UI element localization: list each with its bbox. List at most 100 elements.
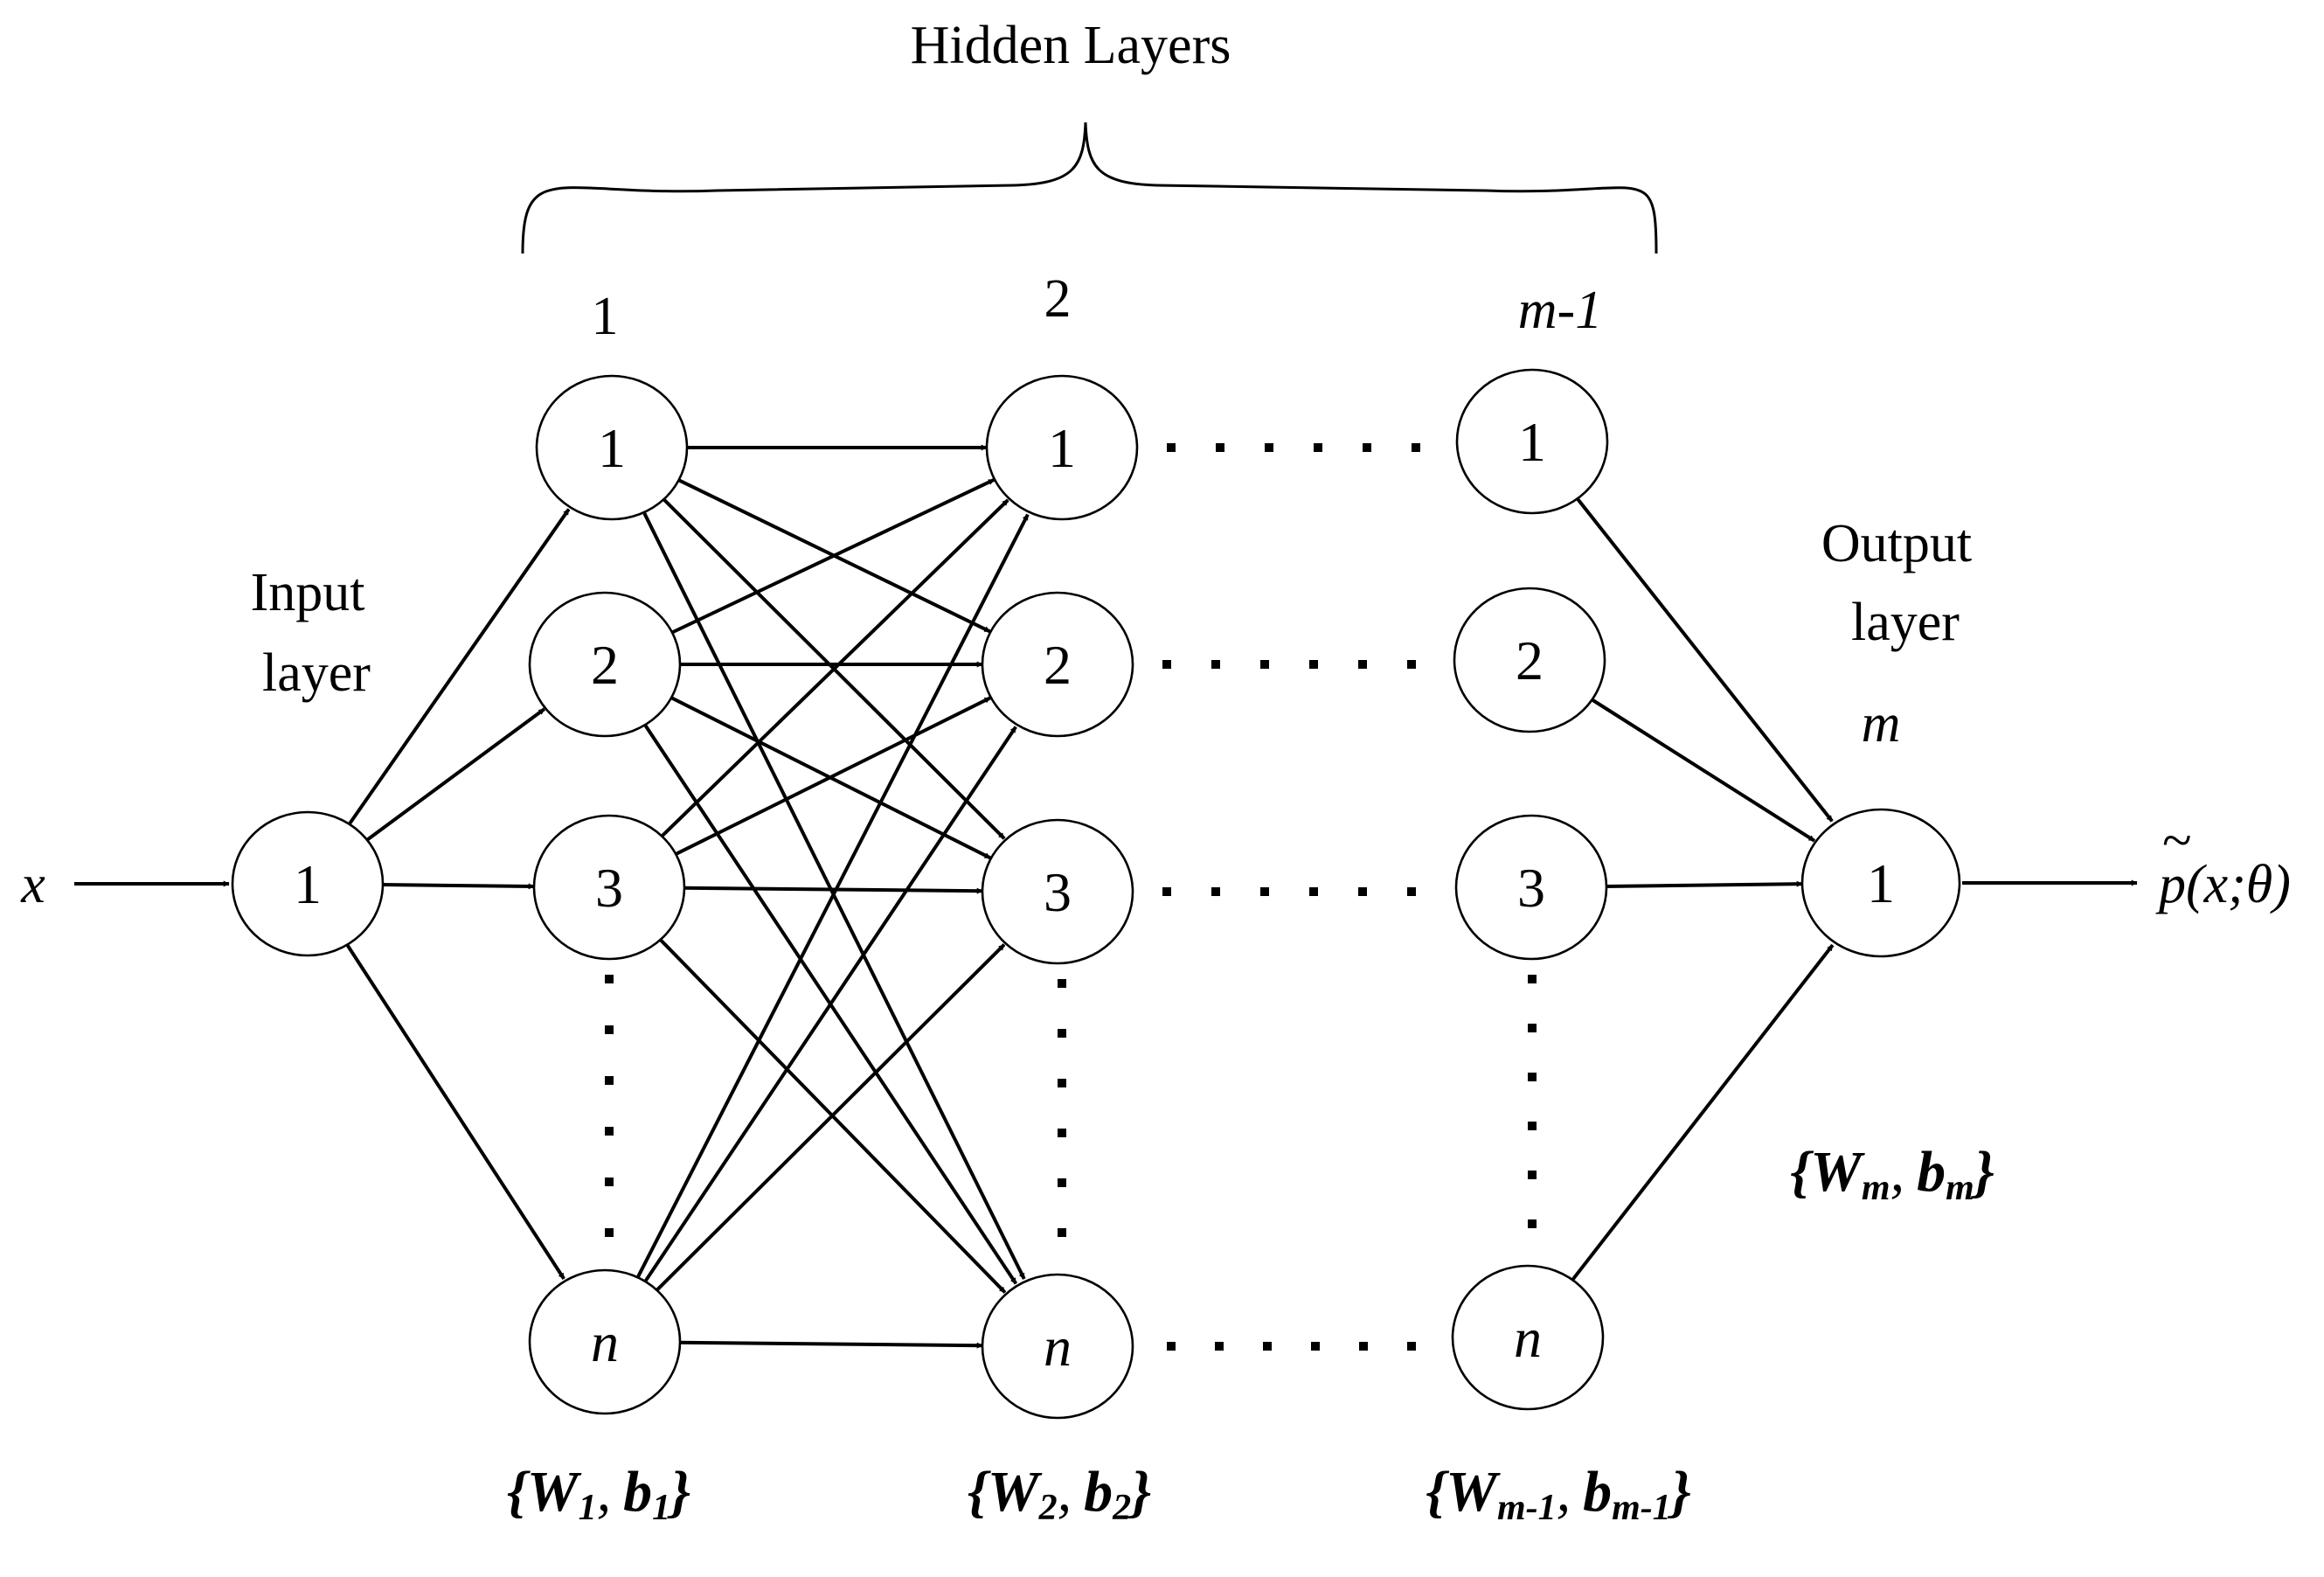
params-output: {Wm,bm} bbox=[1790, 1140, 1994, 1208]
hdot-3-2 bbox=[1263, 1342, 1272, 1351]
hdot-3-1 bbox=[1215, 1342, 1224, 1351]
vdot-2-4 bbox=[1528, 1171, 1537, 1179]
h2-node-1 bbox=[985, 374, 1139, 521]
input-layer-label: Input bbox=[251, 563, 365, 622]
hdot-2-5 bbox=[1407, 887, 1416, 896]
hm1-node-1 bbox=[1455, 368, 1609, 515]
input-node bbox=[231, 810, 385, 957]
h1-node-3 bbox=[532, 814, 686, 961]
hidden-layer-2-index: 2 bbox=[1044, 269, 1072, 329]
output-node bbox=[1800, 808, 1961, 958]
output-layer-index: m bbox=[1862, 694, 1901, 754]
hdot-3-4 bbox=[1359, 1342, 1368, 1351]
hm1-node-2-label: 2 bbox=[1516, 629, 1544, 691]
hm1-node-3 bbox=[1454, 814, 1608, 961]
h1-node-n-label: n bbox=[591, 1311, 619, 1373]
edge-h1-2-h2-0 bbox=[660, 498, 1009, 837]
edge-h1-3-h2-3 bbox=[677, 1340, 983, 1349]
edge-h1-3-h2-2 bbox=[656, 943, 1006, 1292]
h1-node-2-label: 2 bbox=[591, 634, 619, 696]
h2-node-n bbox=[981, 1273, 1134, 1420]
vdot-1-0 bbox=[1058, 979, 1066, 988]
hdot-1-5 bbox=[1407, 660, 1416, 669]
edge-hm1-2-output bbox=[1604, 880, 1803, 888]
vdot-0-2 bbox=[605, 1076, 614, 1085]
vdot-1-2 bbox=[1058, 1079, 1066, 1087]
vdot-0-5 bbox=[605, 1228, 614, 1237]
h1-node-n bbox=[528, 1268, 682, 1415]
hdot-0-0 bbox=[1167, 443, 1176, 452]
h2-node-n-label: n bbox=[1044, 1316, 1072, 1378]
output-layer-label-2: layer bbox=[1851, 593, 1960, 652]
vdot-1-3 bbox=[1058, 1129, 1066, 1137]
vdot-0-1 bbox=[605, 1025, 614, 1034]
edge-input-h1-0 bbox=[348, 508, 571, 825]
edge-input-h1-3 bbox=[346, 944, 565, 1280]
params-hidden-m1: {Wm-1,bm-1} bbox=[1426, 1460, 1690, 1528]
hm1-node-1-label: 1 bbox=[1518, 411, 1546, 473]
h2-node-3-label: 3 bbox=[1044, 861, 1072, 923]
h1-node-1-label: 1 bbox=[598, 417, 626, 479]
input-x-label: x bbox=[20, 855, 45, 914]
hm1-node-n-label: n bbox=[1514, 1307, 1542, 1369]
input-layer-label-2: layer bbox=[262, 643, 371, 703]
hidden-layers-title: Hidden Layers bbox=[911, 16, 1231, 75]
vdot-2-2 bbox=[1528, 1073, 1537, 1081]
hidden-layers-brace bbox=[521, 122, 1658, 254]
hdot-0-3 bbox=[1314, 443, 1322, 452]
vdot-2-0 bbox=[1528, 975, 1537, 983]
hdot-1-0 bbox=[1162, 660, 1171, 669]
edge-h1-2-h2-1 bbox=[674, 696, 991, 857]
hdot-3-5 bbox=[1407, 1342, 1416, 1351]
vdot-2-3 bbox=[1528, 1122, 1537, 1130]
vdot-2-1 bbox=[1528, 1024, 1537, 1032]
params-hidden-1: {W1,b1} bbox=[507, 1460, 690, 1528]
hidden-layer-2: 1 2 3 n bbox=[981, 374, 1139, 1420]
h1-node-3-label: 3 bbox=[595, 857, 623, 919]
h1-node-2 bbox=[528, 591, 682, 738]
edge-input-h1-2 bbox=[380, 883, 535, 890]
hdot-1-4 bbox=[1358, 660, 1367, 669]
edge-hm1-3-output bbox=[1571, 943, 1835, 1281]
hm1-node-3-label: 3 bbox=[1517, 857, 1545, 919]
hm1-node-n bbox=[1451, 1264, 1605, 1411]
hdot-1-1 bbox=[1211, 660, 1220, 669]
hidden-layer-m1: 1 2 3 n bbox=[1451, 368, 1609, 1411]
hdot-2-4 bbox=[1358, 887, 1367, 896]
edge-input-h1-1 bbox=[365, 707, 545, 842]
input-node-label: 1 bbox=[294, 853, 322, 915]
h2-node-2 bbox=[981, 591, 1134, 738]
hdot-2-3 bbox=[1309, 887, 1318, 896]
hidden-layer-1-index: 1 bbox=[592, 287, 619, 346]
edge-h1-3-h2-0 bbox=[636, 513, 1030, 1278]
edge-hm1-1-output bbox=[1590, 698, 1816, 843]
hm1-node-2 bbox=[1453, 587, 1606, 733]
hdot-0-5 bbox=[1412, 443, 1420, 452]
output-result-args: (x;θ) bbox=[2186, 855, 2291, 914]
output-layer-label: Output bbox=[1821, 514, 1972, 573]
hdot-2-2 bbox=[1260, 887, 1269, 896]
hdot-2-0 bbox=[1162, 887, 1171, 896]
ellipsis-dots bbox=[605, 443, 1537, 1351]
vdot-2-5 bbox=[1528, 1219, 1537, 1228]
hdot-0-1 bbox=[1216, 443, 1224, 452]
input-layer: 1 bbox=[231, 810, 385, 957]
hidden-layer-m1-index: m-1 bbox=[1518, 281, 1602, 340]
hdot-0-2 bbox=[1265, 443, 1273, 452]
h1-node-1 bbox=[535, 374, 689, 521]
edge-h1-3-h2-1 bbox=[644, 726, 1017, 1282]
output-result: p(x;θ) bbox=[2155, 855, 2291, 914]
edge-h1-1-h2-0 bbox=[670, 477, 996, 635]
output-result-p: p bbox=[2155, 855, 2186, 914]
output-layer: 1 bbox=[1800, 808, 1961, 958]
vdot-1-4 bbox=[1058, 1178, 1066, 1187]
vdot-0-4 bbox=[605, 1178, 614, 1186]
output-result-tilde: ~ bbox=[2162, 811, 2192, 871]
params-hidden-2: {W2,b2} bbox=[968, 1460, 1151, 1528]
hdot-3-3 bbox=[1311, 1342, 1320, 1351]
hdot-2-1 bbox=[1211, 887, 1220, 896]
h2-node-2-label: 2 bbox=[1044, 634, 1072, 696]
vdot-1-1 bbox=[1058, 1029, 1066, 1038]
vdot-0-3 bbox=[605, 1127, 614, 1136]
hdot-1-3 bbox=[1309, 660, 1318, 669]
